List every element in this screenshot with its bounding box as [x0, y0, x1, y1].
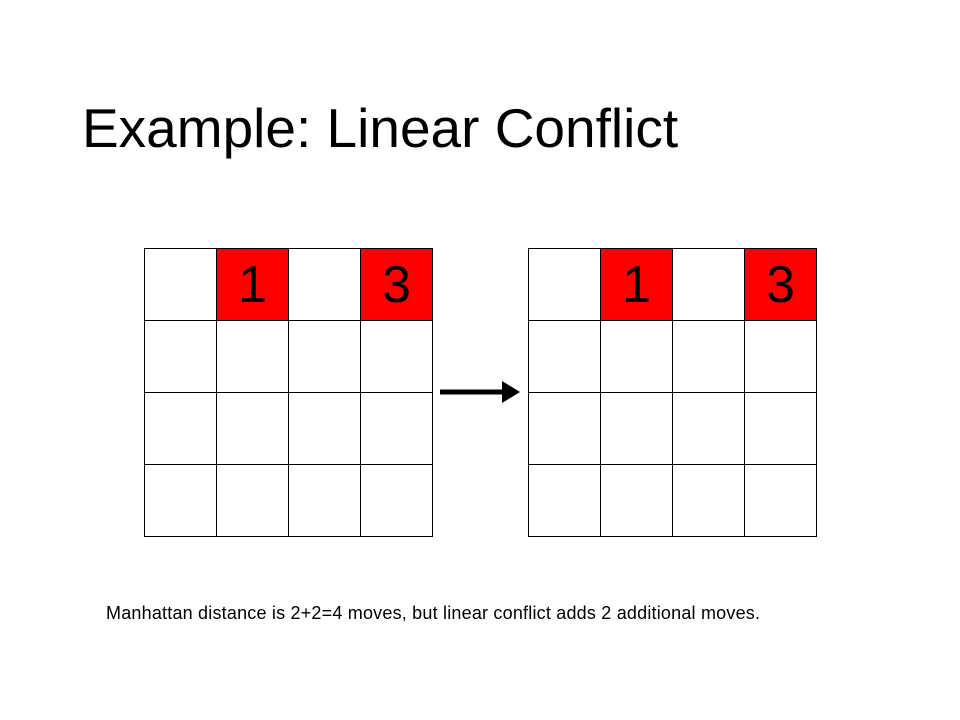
grid-cell	[529, 249, 601, 321]
grid-cell	[601, 321, 673, 393]
grid-cell	[217, 321, 289, 393]
grid-cell	[601, 465, 673, 537]
grid-cell	[361, 393, 433, 465]
grid-cell	[673, 393, 745, 465]
grid-cell	[289, 393, 361, 465]
arrow-right-icon	[440, 381, 520, 403]
grid-cell	[361, 465, 433, 537]
grid-cell	[673, 249, 745, 321]
grid-cell	[361, 321, 433, 393]
grid-cell	[145, 465, 217, 537]
grid-cell	[745, 393, 817, 465]
tile-1: 1	[217, 249, 289, 321]
grid-cell	[745, 465, 817, 537]
grid-cell	[145, 249, 217, 321]
grid-cell	[289, 321, 361, 393]
slide-title: Example: Linear Conflict	[82, 97, 679, 159]
grid-cell	[217, 465, 289, 537]
slide-caption: Manhattan distance is 2+2=4 moves, but l…	[106, 603, 761, 623]
tile-1: 1	[601, 249, 673, 321]
grid-cell	[145, 393, 217, 465]
grid-cell	[289, 465, 361, 537]
grid-cell	[529, 393, 601, 465]
grid-cell	[673, 465, 745, 537]
grid-cell	[529, 321, 601, 393]
grid-cell	[601, 393, 673, 465]
grid-cell	[289, 249, 361, 321]
grid-cell	[217, 393, 289, 465]
grid-cell	[673, 321, 745, 393]
grid-cell	[145, 321, 217, 393]
tile-3: 3	[361, 249, 433, 321]
grid-cell	[745, 321, 817, 393]
grid-cell	[529, 465, 601, 537]
tile-3: 3	[745, 249, 817, 321]
